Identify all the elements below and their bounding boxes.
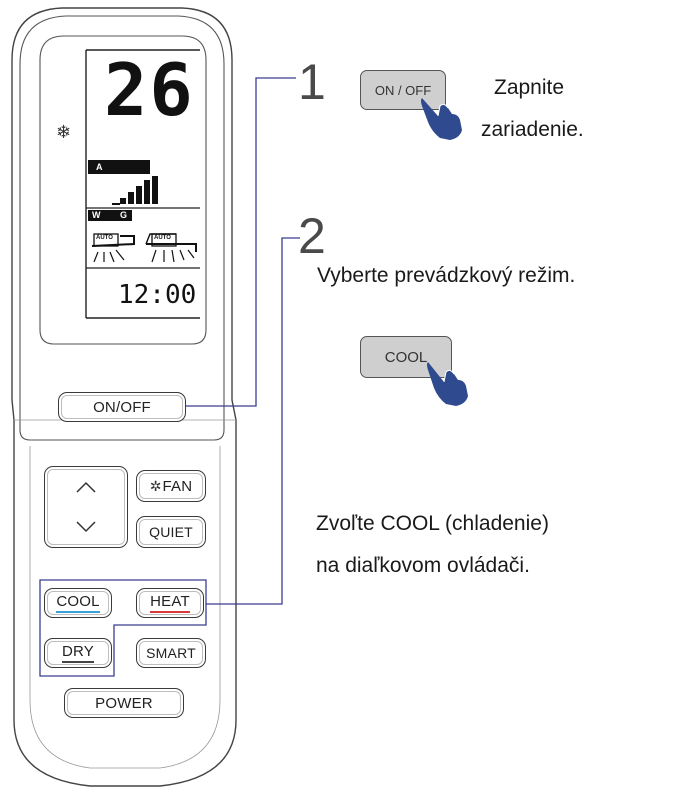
heat-button[interactable]: HEAT: [136, 588, 204, 618]
cool-button-label: COOL: [56, 593, 100, 613]
lcd-swing-g: G: [120, 210, 128, 220]
chevron-down-icon: [76, 521, 96, 533]
cool-button[interactable]: COOL: [44, 588, 112, 618]
step-1-button-label: ON / OFF: [374, 82, 432, 98]
step-2-button-illustration: COOL: [360, 336, 452, 378]
fan-snowflake-icon: ❄: [56, 122, 72, 142]
quiet-button[interactable]: QUIET: [136, 516, 206, 548]
quiet-button-label: QUIET: [149, 524, 193, 540]
dry-button[interactable]: DRY: [44, 638, 112, 668]
step-1-hand-icon: [421, 98, 462, 140]
step-2-button-label: COOL: [384, 348, 428, 366]
step-1-number: 1: [298, 54, 326, 110]
step-2-hand-icon: [427, 362, 468, 406]
on-off-button-label: ON/OFF: [93, 398, 151, 416]
dry-button-label: DRY: [62, 643, 94, 663]
lcd-auto-badge-left: AUTO: [96, 235, 113, 241]
power-button[interactable]: POWER: [64, 688, 184, 718]
temp-adjust-button[interactable]: [44, 466, 128, 548]
fan-icon: ✲: [149, 477, 162, 494]
lcd-swing-w: W: [92, 210, 101, 220]
smart-button[interactable]: SMART: [136, 638, 206, 668]
fan-button[interactable]: ✲ FAN: [136, 470, 206, 502]
fan-button-label: FAN: [162, 477, 193, 495]
step-2-number: 2: [298, 208, 326, 264]
lcd-mode-label: A: [96, 162, 103, 172]
lcd-clock: 12:00: [118, 280, 197, 310]
step-1-button-illustration: ON / OFF: [360, 70, 446, 110]
lcd-auto-badge-right: AUTO: [154, 235, 171, 241]
step-2-text-line-1: Zvoľte COOL (chladenie): [316, 512, 549, 535]
smart-button-label: SMART: [146, 645, 196, 661]
lcd-temperature: 26: [104, 48, 195, 132]
remote-control: 26 ❄ A W G AUTO AUTO 12:00 ON/OFF ✲ FAN …: [0, 0, 300, 787]
on-off-button[interactable]: ON/OFF: [58, 392, 186, 422]
step-1-text-line-1: Zapnite: [494, 76, 565, 99]
step-2-heading: Vyberte prevádzkový režim.: [317, 264, 576, 287]
power-button-label: POWER: [95, 694, 153, 712]
step-1-text-line-2: zariadenie.: [481, 118, 584, 141]
step-2-text-line-2: na diaľkovom ovládači.: [316, 554, 530, 577]
heat-button-label: HEAT: [150, 593, 190, 613]
chevron-up-icon: [76, 481, 96, 493]
